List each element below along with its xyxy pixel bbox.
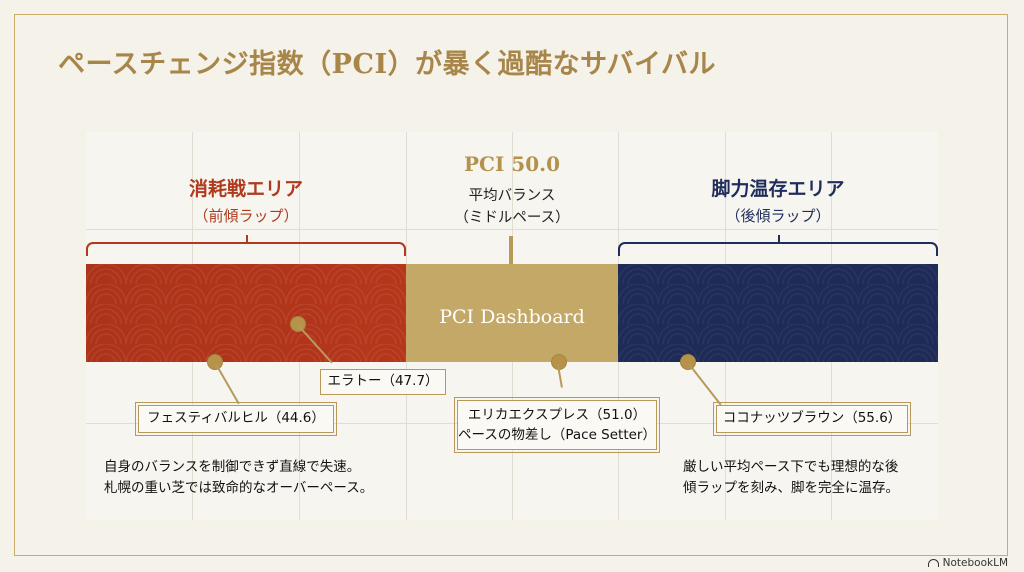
notebooklm-brand: NotebookLM [927, 557, 1008, 569]
marker-label-eratoh: エラトー（47.7） [320, 369, 446, 395]
left-desc-line: 自身のバランスを制御できず直線で失速。 [104, 459, 361, 475]
slide-frame [14, 14, 1008, 556]
gold-zone-bar [406, 264, 618, 362]
center-line2: （ミドルペース） [454, 210, 570, 226]
dashboard-label: PCI Dashboard [439, 306, 585, 328]
right-desc-line: 厳しい平均ペース下でも理想的な後 [683, 459, 899, 475]
left-zone-title: 消耗戦エリア [188, 178, 303, 200]
marker-dot-festival-hill [207, 354, 223, 370]
bracket-nub [246, 235, 248, 243]
marker-label-coconut-brown: ココナッツブラウン（55.6） [713, 402, 911, 436]
right-description: 厳しい平均ペース下でも理想的な後 傾ラップを刻み、脚を完全に温存。 [683, 457, 899, 499]
slide-title: ペースチェンジ指数（PCI）が暴く過酷なサバイバル [58, 49, 716, 80]
red-zone-bar [86, 264, 406, 362]
left-zone-subtitle: （前傾ラップ） [193, 207, 299, 225]
brand-label: NotebookLM [942, 557, 1008, 569]
left-description: 自身のバランスを制御できず直線で失速。 札幌の重い芝では致命的なオーバーペース。 [104, 457, 373, 499]
left-desc-line: 札幌の重い芝では致命的なオーバーペース。 [104, 480, 374, 496]
marker-label-festival-hill: フェスティバルヒル（44.6） [135, 402, 337, 436]
center-stem [509, 236, 513, 264]
notebooklm-icon [927, 559, 939, 567]
right-zone-title: 脚力温存エリア [711, 178, 845, 200]
right-zone-subtitle: （後傾ラップ） [725, 207, 831, 225]
left-bracket [86, 235, 406, 256]
erika-name: エリカエクスプレス（51.0） [467, 407, 647, 423]
navy-zone-bar [618, 264, 938, 362]
center-value: PCI 50.0 [464, 152, 560, 176]
center-line1: 平均バランス [468, 188, 556, 204]
bracket-nub [778, 235, 780, 243]
marker-label-erika-express: エリカエクスプレス（51.0） ペースの物差し（Pace Setter） [454, 397, 660, 453]
right-bracket [618, 235, 938, 256]
grid-line [86, 229, 938, 230]
right-desc-line: 傾ラップを刻み、脚を完全に温存。 [683, 480, 899, 496]
erika-role: ペースの物差し（Pace Setter） [458, 427, 656, 443]
